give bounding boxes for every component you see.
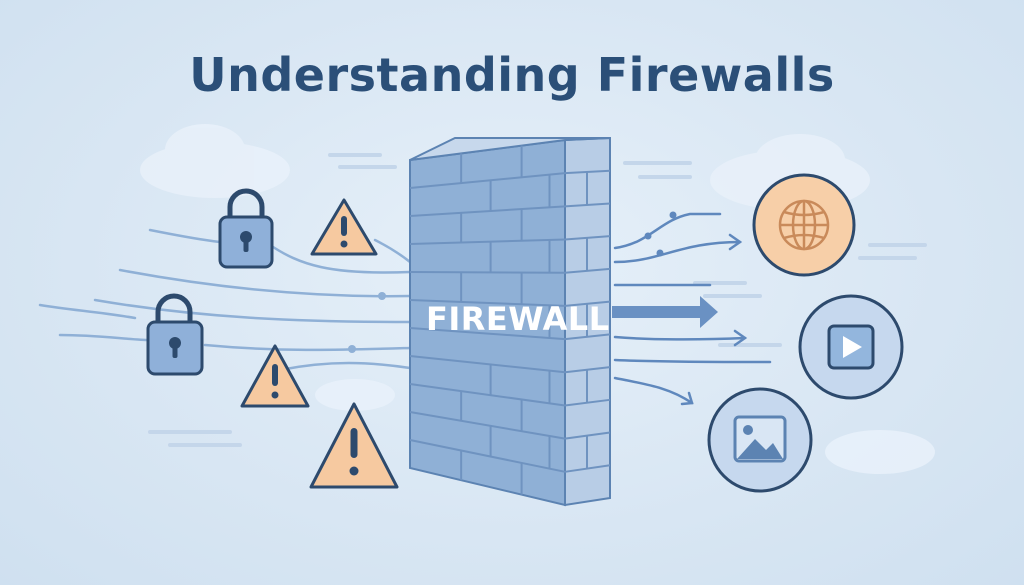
- background-dashes: [148, 153, 927, 447]
- incoming-line: [373, 238, 412, 264]
- lock-keyhole: [169, 337, 181, 349]
- arrow-nodes: [644, 211, 677, 257]
- brick-line: [409, 238, 566, 245]
- warning-mark: [341, 216, 347, 236]
- warning-mark: [272, 364, 278, 386]
- warning-mark: [350, 428, 358, 458]
- lock-shackle: [227, 188, 265, 219]
- brick-line: [564, 300, 611, 307]
- lock-icon: [146, 293, 204, 376]
- image-sun: [743, 425, 753, 435]
- brick-line: [409, 299, 566, 307]
- incoming-line: [58, 333, 152, 342]
- connection-dot: [644, 232, 652, 240]
- page-title: Understanding Firewalls: [189, 48, 835, 102]
- warning-dot: [349, 466, 359, 476]
- incoming-line: [268, 243, 412, 274]
- cloud: [825, 430, 935, 474]
- outgoing-traffic: [613, 212, 772, 406]
- wall-top-face: [409, 137, 611, 161]
- brick-line: [409, 271, 566, 274]
- connection-dot: [378, 292, 386, 300]
- connection-dot: [656, 249, 664, 257]
- cloud: [755, 134, 845, 186]
- brick-line: [564, 431, 611, 440]
- warning-icon: [310, 198, 378, 256]
- firewall-label: FIREWALL: [426, 300, 610, 338]
- wall-front-bricks: [409, 145, 566, 495]
- warning-dot: [271, 391, 279, 399]
- brick-line: [409, 439, 566, 473]
- incoming-line: [278, 361, 412, 372]
- image-mountains: [737, 439, 783, 459]
- arrowhead: [733, 329, 748, 347]
- globe-symbol: [778, 199, 830, 251]
- brick-line: [409, 327, 566, 341]
- lock-icon: [218, 188, 274, 269]
- brick-line: [409, 383, 566, 407]
- outgoing-line: [613, 358, 772, 364]
- connection-dot: [669, 211, 677, 219]
- incoming-line: [38, 303, 137, 320]
- connection-dot: [348, 345, 356, 353]
- globe-icon: [752, 173, 856, 277]
- cloud: [165, 124, 245, 176]
- lock-keyhole-slot: [243, 239, 249, 252]
- outgoing-line: [613, 335, 747, 341]
- warning-icon: [309, 402, 399, 489]
- lock-keyhole-slot: [172, 345, 178, 358]
- outgoing-line: [613, 240, 742, 264]
- brick-line: [564, 333, 611, 341]
- brick-line: [409, 355, 566, 374]
- image-icon: [707, 387, 813, 493]
- brick-line: [409, 411, 566, 440]
- outgoing-line: [613, 212, 722, 250]
- incoming-line: [118, 268, 412, 298]
- main-arrow: [612, 296, 718, 328]
- incoming-line: [93, 298, 412, 324]
- arrowhead: [728, 233, 743, 251]
- brick-line: [564, 464, 611, 473]
- outgoing-line: [613, 376, 694, 405]
- lock-shackle: [155, 293, 193, 324]
- brick-line: [409, 172, 566, 189]
- main-arrow-head: [700, 296, 718, 328]
- firewall-wall: FIREWALL: [409, 136, 611, 507]
- globe-latitude: [783, 233, 825, 240]
- background-clouds: [140, 124, 935, 474]
- arrowhead: [680, 391, 694, 406]
- main-arrow-shaft: [612, 306, 704, 318]
- brick-line: [409, 205, 566, 217]
- warning-dot: [340, 240, 348, 248]
- play-icon: [798, 294, 904, 400]
- warning-icon: [240, 344, 310, 408]
- cloud: [315, 379, 395, 411]
- incoming-line: [203, 343, 412, 352]
- play-triangle: [843, 336, 862, 358]
- wall-side-bricks: [564, 169, 611, 473]
- globe-latitude: [783, 210, 825, 217]
- lock-keyhole: [240, 231, 252, 243]
